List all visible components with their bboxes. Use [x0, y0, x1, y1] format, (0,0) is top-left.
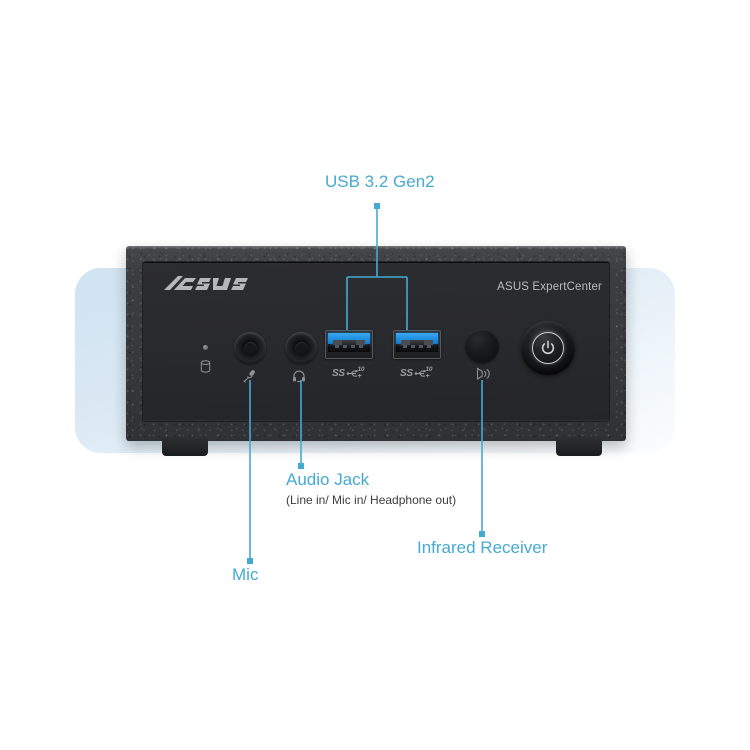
usb-port-1[interactable] [325, 330, 373, 359]
svg-text:SS: SS [400, 368, 413, 379]
callout-label-audio-sub: (Line in/ Mic in/ Headphone out) [286, 493, 457, 507]
usb-speed-badge: 10 [358, 366, 365, 373]
svg-text:SS: SS [332, 368, 345, 379]
usb-port-cavity [396, 333, 438, 352]
svg-text:+: + [358, 373, 362, 379]
callout-label-mic: Mic [232, 565, 259, 584]
model-name-text: ASUS ExpertCenter [497, 281, 602, 293]
usb-speed-badge: 10 [426, 366, 433, 373]
infrared-receiver-port [465, 329, 499, 363]
power-button[interactable] [521, 321, 575, 375]
audio-leader-dot [298, 463, 304, 469]
chassis-foot-left [162, 437, 208, 456]
callout-label-usb: USB 3.2 Gen2 [325, 172, 435, 191]
chassis-foot-right [556, 437, 602, 456]
power-icon [532, 332, 564, 364]
usb-tongue [401, 340, 433, 345]
headphone-jack-port[interactable] [285, 332, 317, 364]
callout-label-ir: Infrared Receiver [417, 538, 548, 557]
chassis-top-highlight [126, 246, 626, 249]
usb-tongue [333, 340, 365, 345]
asus-logo [163, 273, 251, 299]
usb-blue-insert [328, 333, 370, 344]
usb-contacts [333, 345, 365, 348]
usb-contacts [401, 345, 433, 348]
usb-port-2[interactable] [393, 330, 441, 359]
superspeed-usb-icon: SS 10 + [325, 365, 373, 381]
svg-text:+: + [426, 373, 430, 379]
usb-leader-dot [374, 203, 380, 209]
ir-leader-dot [479, 531, 485, 537]
mic-leader-dot [247, 558, 253, 564]
superspeed-usb-icon: SS 10 + [393, 365, 441, 381]
hdd-activity-led [203, 345, 208, 350]
usb-port-cavity [328, 333, 370, 352]
microphone-jack-port[interactable] [234, 332, 266, 364]
callout-label-audio-title: Audio Jack [286, 470, 370, 489]
callout-label-audio: Audio Jack (Line in/ Mic in/ Headphone o… [286, 470, 456, 507]
usb-blue-insert [396, 333, 438, 344]
